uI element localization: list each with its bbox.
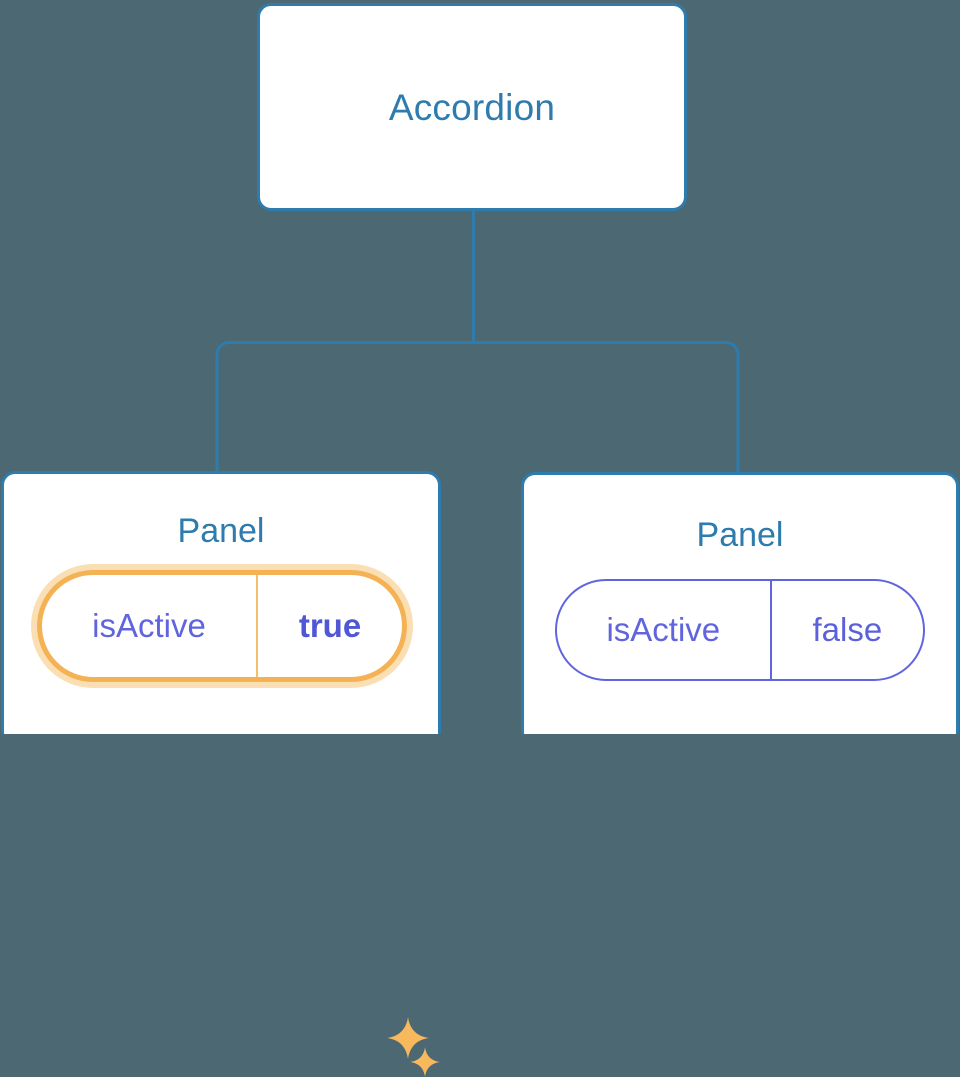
node-panel-inactive[interactable]: Panel isActive false bbox=[521, 472, 959, 734]
sparkle-icon bbox=[387, 1017, 429, 1059]
node-accordion[interactable]: Accordion bbox=[257, 3, 687, 211]
prop-pill-isactive-false[interactable]: isActive false bbox=[555, 579, 925, 681]
prop-value-false: false bbox=[769, 581, 923, 679]
sparkle-icon bbox=[410, 1047, 440, 1077]
prop-value-true: true bbox=[256, 575, 402, 677]
node-panel-active-title: Panel bbox=[177, 512, 265, 550]
node-accordion-title: Accordion bbox=[388, 86, 556, 128]
node-panel-inactive-title: Panel bbox=[696, 516, 784, 554]
connector-to-panel-right bbox=[473, 341, 740, 473]
prop-key-isactive: isActive bbox=[606, 611, 721, 648]
prop-key-isactive: isActive bbox=[92, 607, 206, 644]
diagram-canvas: Accordion Panel isActive true Panel isAc… bbox=[1, 3, 959, 1077]
connector-to-panel-left bbox=[215, 341, 474, 472]
prop-pill-isactive-true[interactable]: isActive true bbox=[37, 570, 407, 682]
node-panel-active[interactable]: Panel isActive true bbox=[1, 471, 441, 1077]
